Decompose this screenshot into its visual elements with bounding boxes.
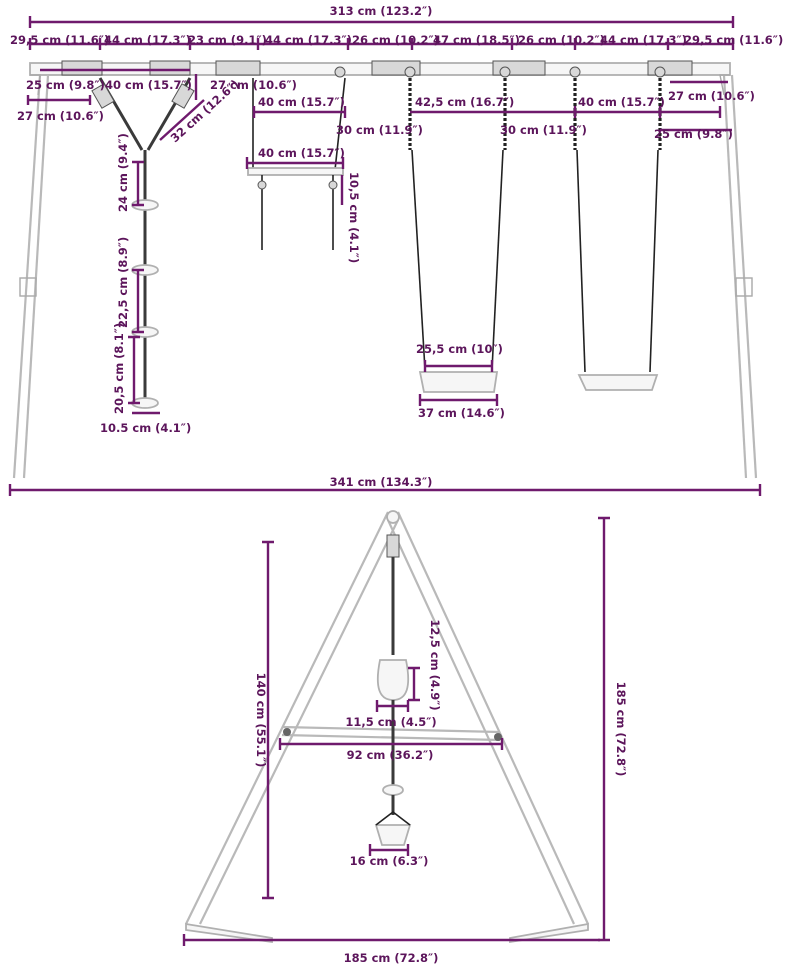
label-seat-16: 16 cm (6.3″) [350, 854, 429, 868]
swing-left [408, 78, 507, 393]
label-segment-9: 29,5 cm (11.6″) [684, 33, 783, 47]
label-right-25: 25 cm (9.8″) [654, 127, 733, 141]
side-ring [376, 659, 410, 701]
swing-right [573, 78, 662, 391]
swing-rope [491, 149, 504, 371]
a-frame-left-inner [199, 519, 399, 925]
hook [404, 66, 416, 78]
side-rope [374, 534, 412, 846]
side-seat-straps [375, 810, 411, 826]
trapeze-bar [247, 167, 344, 176]
right-leg-outer [722, 74, 748, 479]
label-trapeze-height: 10,5 cm (4.1″) [347, 172, 361, 263]
label-ladder-top-width: 40 cm (15.7″) [105, 78, 192, 92]
side-seat [374, 824, 412, 846]
swing-seat [418, 371, 499, 393]
label-segment-4: 44 cm (17.3″) [265, 33, 352, 47]
a-frame-right-outer [397, 511, 589, 925]
label-rung-width: 10.5 cm (4.1″) [100, 421, 191, 435]
left-leg-inner [22, 74, 50, 479]
side-view: 140 cm (55.1″) 185 cm (72.8″) 185 cm (72… [182, 510, 628, 965]
label-height-185: 185 cm (72.8″) [614, 682, 628, 777]
trapeze-ring [328, 180, 338, 190]
label-swing-span: 42,5 cm (16.7″) [415, 95, 514, 109]
label-trapeze-offset: 27 cm (10.6″) [210, 78, 297, 92]
cross-bar-top [281, 725, 501, 734]
label-overall-base: 341 cm (134.3″) [330, 475, 433, 489]
hook [334, 66, 346, 78]
label-drop-2: 30 cm (11.9″) [500, 123, 587, 137]
left-leg-joint [19, 277, 37, 297]
ladder-buckle-left [91, 83, 115, 109]
a-frame-right-inner [387, 519, 575, 925]
label-left-27: 27 cm (10.6″) [17, 109, 104, 123]
label-segment-8: 44 cm (17.3″) [600, 33, 687, 47]
right-foot [509, 922, 589, 944]
right-leg-joint [735, 277, 753, 297]
label-rung-gap-2: 22,5 cm (8.9″) [116, 237, 130, 328]
front-view: 313 cm (123.2″) 29,5 cm (11.6″) 44 cm (1… [8, 4, 783, 496]
left-corner-bracket [30, 74, 41, 96]
hook [654, 66, 666, 78]
right-leg-inner [730, 74, 758, 479]
trapeze-ring [257, 180, 267, 190]
cross-bar-bottom [281, 733, 501, 742]
ladder-buckle-right [171, 83, 195, 109]
label-base-185: 185 cm (72.8″) [344, 951, 439, 965]
trapeze-rope-right [334, 77, 346, 171]
cross-bar-bolt [494, 733, 502, 741]
hook [569, 66, 581, 78]
label-rung-gap-3: 20,5 cm (8.1″) [112, 323, 126, 414]
label-segment-2: 44 cm (17.3″) [104, 33, 191, 47]
label-ring-width: 11,5 cm (4.5″) [345, 715, 436, 729]
label-rung-gap-1: 24 cm (9.4″) [116, 133, 130, 212]
a-frame-left-outer [185, 511, 389, 925]
trapeze [247, 77, 346, 250]
label-height-140: 140 cm (55.1″) [254, 673, 268, 768]
hook [499, 66, 511, 78]
hanger-plates [61, 60, 693, 78]
label-overall-top: 313 cm (123.2″) [330, 4, 433, 18]
label-trapeze-bar: 40 cm (15.7″) [258, 146, 345, 160]
side-hanger [386, 534, 400, 558]
swing-rope [649, 149, 659, 373]
label-ring-height: 12,5 cm (4.9″) [428, 619, 442, 710]
swing-rope [576, 149, 586, 373]
label-left-25: 25 cm (9.8″) [26, 78, 105, 92]
left-leg-outer [12, 74, 42, 479]
right-corner-bracket [719, 74, 730, 96]
label-trapeze-top: 40 cm (15.7″) [258, 95, 345, 109]
label-seat-inner: 25,5 cm (10″) [416, 342, 503, 356]
swing-rope [411, 149, 426, 371]
apex-cap [386, 510, 400, 524]
label-segment-6: 47 cm (18.5″) [433, 33, 520, 47]
hanger-plate [215, 60, 261, 76]
side-rung [382, 784, 404, 796]
label-seat-outer: 37 cm (14.6″) [418, 406, 505, 420]
label-segment-7: 26 cm (10.2″) [518, 33, 605, 47]
cross-bar-bolt [283, 728, 291, 736]
label-segment-5: 26 cm (10.2″) [352, 33, 439, 47]
swing-seat [577, 374, 659, 391]
label-segment-1: 29,5 cm (11.6″) [10, 33, 109, 47]
hanger-plate [61, 60, 103, 76]
label-segment-3: 23 cm (9.1″) [188, 33, 267, 47]
label-right-27: 27 cm (10.6″) [668, 89, 755, 103]
label-crossbar: 92 cm (36.2″) [347, 748, 434, 762]
label-drop-1: 30 cm (11.9″) [336, 123, 423, 137]
trapeze-ring-ropes [261, 175, 334, 250]
left-foot [185, 922, 273, 944]
label-right-swing-span: 40 cm (15.7″) [578, 95, 665, 109]
rope-ladder [91, 77, 195, 409]
hanger-plate [149, 60, 191, 76]
